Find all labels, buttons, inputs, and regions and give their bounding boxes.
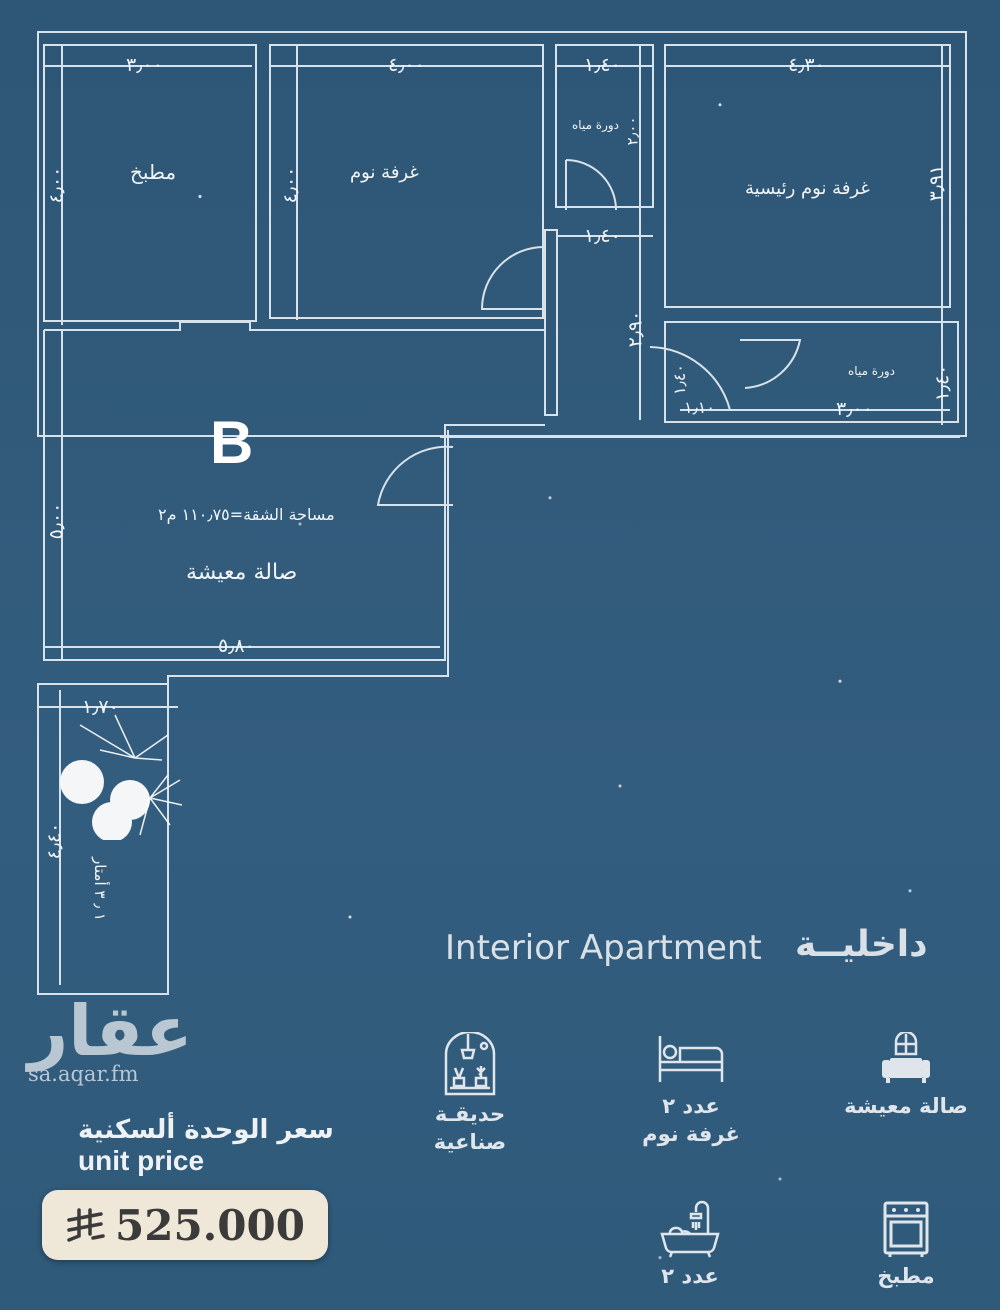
logo-mark: عقار bbox=[28, 990, 193, 1072]
aqar-logo: عقار sa.aqar.fm bbox=[28, 996, 193, 1086]
bathtub-icon bbox=[660, 1200, 720, 1258]
saudi-riyal-icon bbox=[67, 1208, 105, 1242]
sofa-icon bbox=[882, 1030, 930, 1083]
stove-icon bbox=[883, 1201, 929, 1257]
dim-bath1-length: ٢٫٠٠ bbox=[623, 116, 642, 146]
feature-bathrooms-count: عدد ٢ bbox=[661, 1264, 719, 1288]
feature-artificial-garden: حديقـة صناعية bbox=[420, 1030, 520, 1156]
dim-master-width: ٤٫٣٠ bbox=[788, 54, 825, 76]
dim-bath1-width: ١٫٤٠ bbox=[584, 54, 621, 76]
dim-living-length: ٥٫٠٠ bbox=[45, 502, 68, 540]
price-title-english: unit price bbox=[78, 1145, 205, 1176]
room-label-kitchen: مطبخ bbox=[130, 160, 177, 184]
apartment-area: مساحة الشقة=١١٠٫٧٥ م٢ bbox=[158, 505, 335, 524]
feature-bedrooms-label: غرفة نوم bbox=[642, 1122, 740, 1146]
price-title-arabic: سعر الوحدة ألسكنية bbox=[78, 1115, 334, 1145]
feature-garden-line1: حديقـة bbox=[434, 1102, 506, 1126]
logo-url: sa.aqar.fm bbox=[28, 1062, 139, 1086]
feature-garden-line2: صناعية bbox=[433, 1130, 507, 1154]
dim-bedroom-width: ٤٫٠٠ bbox=[388, 54, 425, 76]
room-label-living: صالة معيشة bbox=[186, 560, 298, 585]
feature-kitchen: مطبخ bbox=[856, 1200, 956, 1290]
dim-master-length: ٣٫٩١ bbox=[925, 164, 948, 202]
dim-corridor-length: ٢٫٩٠ bbox=[624, 310, 647, 348]
feature-bedrooms: عدد ٢ غرفة نوم bbox=[626, 1032, 756, 1148]
dim-bath2-length: ١٫٤٠ bbox=[931, 364, 954, 402]
dim-bath1-lower-width: ١٫٤٠ bbox=[584, 225, 621, 247]
room-label-bathroom-2: دورة مياه bbox=[848, 364, 896, 378]
dim-bath2-door-depth: ١٫٤٠ bbox=[669, 364, 689, 395]
feature-living-room-label: صالة معيشة bbox=[844, 1094, 968, 1118]
heading-arabic: داخليــة bbox=[795, 924, 928, 965]
heading-english: Interior Apartment bbox=[445, 928, 762, 968]
price-box: 525.000 bbox=[42, 1190, 328, 1260]
room-label-bedroom: غرفة نوم bbox=[350, 162, 419, 183]
dim-bath2-door-width: ١٫١٠ bbox=[684, 398, 715, 417]
dim-bedroom-length: ٤٫٠٠ bbox=[279, 166, 302, 204]
dim-living-width: ٥٫٨٠ bbox=[218, 635, 255, 657]
dim-bath2-width: ٣٫٠٠ bbox=[836, 398, 873, 420]
room-label-master-bedroom: غرفة نوم رئيسية bbox=[745, 178, 870, 199]
garden-window-icon bbox=[444, 1030, 496, 1096]
feature-kitchen-label: مطبخ bbox=[877, 1264, 935, 1288]
dim-garden-width: ١٫٧٠ bbox=[82, 696, 119, 718]
garden-note: ١ ٫ ٣ أمتار bbox=[90, 857, 109, 921]
dim-kitchen-length: ٤٫٠٠ bbox=[45, 166, 68, 204]
bed-icon bbox=[658, 1036, 724, 1082]
room-label-bathroom-1: دورة مياه bbox=[572, 118, 620, 132]
floor-plan bbox=[37, 31, 967, 995]
feature-bedrooms-count: عدد ٢ bbox=[662, 1094, 720, 1118]
plant-illustration-icon bbox=[60, 714, 183, 840]
feature-living-room: صالة معيشة bbox=[836, 1030, 976, 1120]
feature-bathrooms: عدد ٢ bbox=[640, 1200, 740, 1290]
price-value: 525.000 bbox=[115, 1200, 305, 1250]
dim-kitchen-width: ٣٫٠٠ bbox=[126, 54, 163, 76]
unit-letter: B bbox=[210, 409, 254, 476]
